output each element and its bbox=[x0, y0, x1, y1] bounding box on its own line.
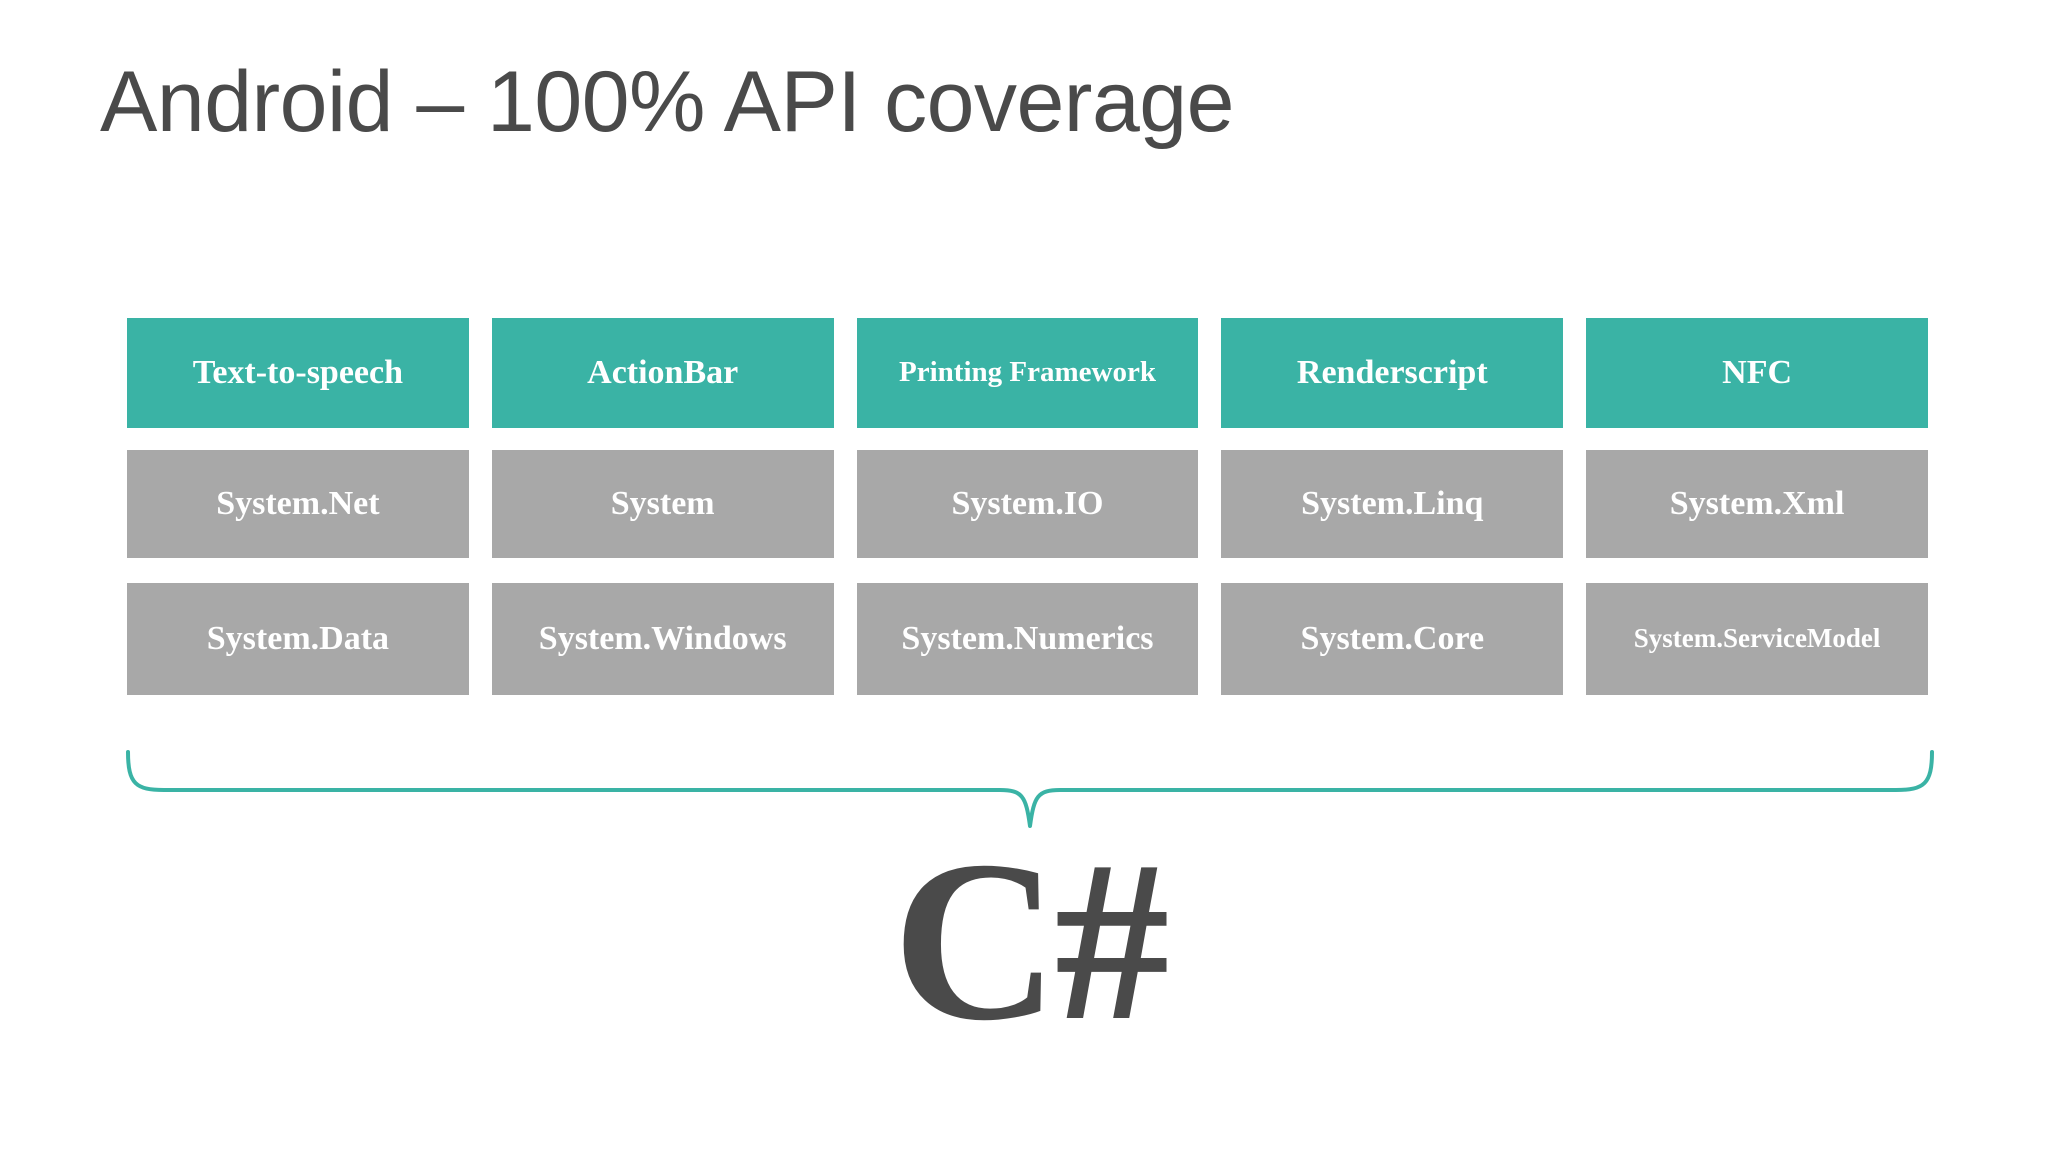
api-box-label: NFC bbox=[1722, 354, 1793, 392]
api-box-label: Renderscript bbox=[1296, 354, 1488, 392]
api-box[interactable]: System.ServiceModel bbox=[1586, 583, 1928, 695]
api-box[interactable]: System.Xml bbox=[1586, 450, 1928, 558]
api-box[interactable]: System.Data bbox=[127, 583, 469, 695]
page-title: Android – 100% API coverage bbox=[100, 54, 1234, 150]
api-box-grid: Text-to-speech ActionBar Printing Framew… bbox=[127, 318, 1928, 695]
api-box-label: System bbox=[610, 485, 715, 523]
api-box[interactable]: NFC bbox=[1586, 318, 1928, 428]
api-box-label: System.Numerics bbox=[901, 620, 1154, 658]
api-box[interactable]: System.Linq bbox=[1221, 450, 1564, 558]
curly-brace-down-icon bbox=[120, 746, 1940, 832]
api-box-label: ActionBar bbox=[587, 354, 739, 392]
api-box[interactable]: Text-to-speech bbox=[127, 318, 469, 428]
api-box[interactable]: System.Core bbox=[1221, 583, 1564, 695]
csharp-logo-text: C# bbox=[892, 813, 1169, 1068]
api-box-label: System.Core bbox=[1300, 620, 1485, 658]
api-box[interactable]: ActionBar bbox=[491, 318, 834, 428]
grid-row-bcl-namespaces-1: System.Net System System.IO System.Linq … bbox=[127, 450, 1928, 558]
api-box[interactable]: System.Numerics bbox=[856, 583, 1199, 695]
api-box[interactable]: System.Windows bbox=[491, 583, 834, 695]
api-box-label: System.Linq bbox=[1301, 485, 1484, 523]
api-box-label: System.Data bbox=[206, 620, 390, 658]
api-box[interactable]: System bbox=[491, 450, 834, 558]
grid-row-android-apis: Text-to-speech ActionBar Printing Framew… bbox=[127, 318, 1928, 428]
api-box-label: Printing Framework bbox=[899, 356, 1156, 389]
api-box[interactable]: Printing Framework bbox=[856, 318, 1199, 428]
api-box[interactable]: System.Net bbox=[127, 450, 469, 558]
api-box-label: System.Net bbox=[216, 485, 380, 523]
csharp-logo: C# bbox=[0, 826, 2048, 1056]
api-box[interactable]: Renderscript bbox=[1221, 318, 1564, 428]
api-box-label: Text-to-speech bbox=[192, 354, 404, 392]
api-box[interactable]: System.IO bbox=[856, 450, 1199, 558]
api-box-label: System.IO bbox=[951, 485, 1104, 523]
api-box-label: System.ServiceModel bbox=[1633, 623, 1881, 654]
grid-row-bcl-namespaces-2: System.Data System.Windows System.Numeri… bbox=[127, 583, 1928, 695]
api-box-label: System.Windows bbox=[538, 620, 787, 658]
api-box-label: System.Xml bbox=[1669, 485, 1845, 523]
